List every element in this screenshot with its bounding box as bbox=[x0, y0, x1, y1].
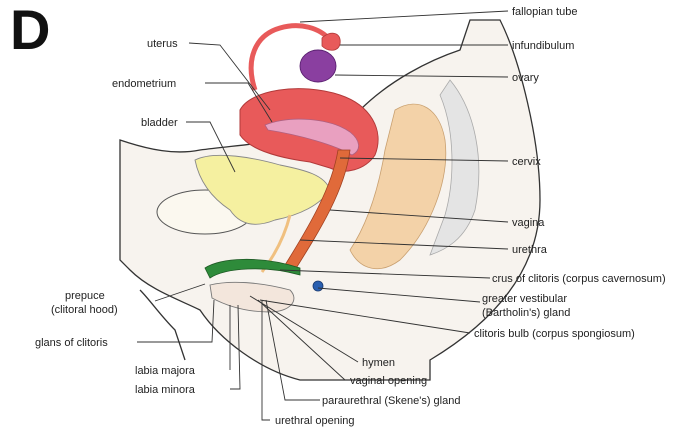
label-prepuce-sub: (clitoral hood) bbox=[51, 304, 118, 316]
label-infundibulum: infundibulum bbox=[512, 40, 574, 52]
label-fallopian-tube: fallopian tube bbox=[512, 6, 577, 18]
label-paraurethral: paraurethral (Skene's) gland bbox=[322, 395, 460, 407]
label-labia-majora: labia majora bbox=[135, 365, 196, 377]
label-glans: glans of clitoris bbox=[35, 337, 108, 349]
label-clitoris-bulb: clitoris bulb (corpus spongiosum) bbox=[474, 328, 635, 340]
label-endometrium: endometrium bbox=[112, 78, 176, 90]
label-ovary: ovary bbox=[512, 72, 539, 84]
label-labia-minora: labia minora bbox=[135, 384, 196, 396]
label-vaginal-opening: vaginal opening bbox=[350, 375, 427, 387]
infundibulum-shape bbox=[322, 33, 340, 50]
label-greater-vestibular: greater vestibular bbox=[482, 293, 567, 305]
label-bladder: bladder bbox=[141, 117, 178, 129]
label-hymen: hymen bbox=[362, 357, 395, 369]
label-vagina: vagina bbox=[512, 217, 545, 229]
panel-letter: D bbox=[10, 2, 50, 58]
label-crus: crus of clitoris (corpus cavernosum) bbox=[492, 273, 666, 285]
label-urethral-opening: urethral opening bbox=[275, 415, 355, 427]
ovary-shape bbox=[300, 50, 336, 82]
label-cervix: cervix bbox=[512, 156, 541, 168]
label-prepuce: prepuce bbox=[65, 290, 105, 302]
bulb-shape bbox=[313, 281, 323, 291]
label-greater-vestibular-sub: (Bartholin's) gland bbox=[482, 307, 570, 319]
label-urethra: urethra bbox=[512, 244, 548, 256]
label-uterus: uterus bbox=[147, 38, 178, 50]
